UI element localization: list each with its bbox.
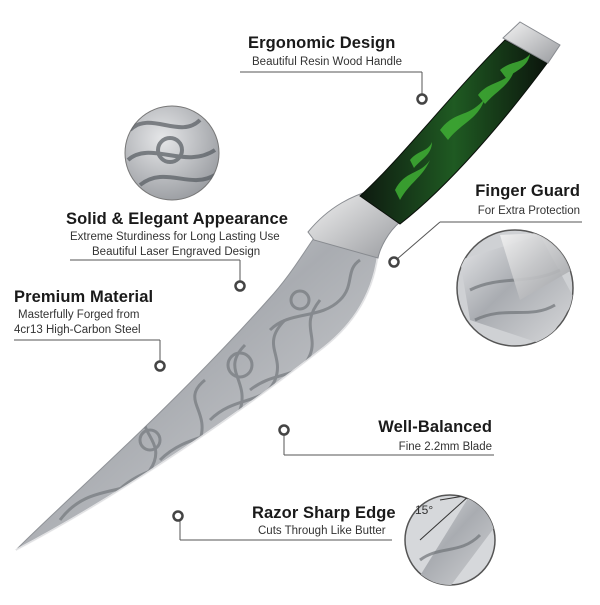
feature-line-balanced: Fine 2.2mm Blade: [398, 441, 492, 453]
engraving-detail-circle: [124, 105, 220, 201]
feature-line-premium-2: 4cr13 High-Carbon Steel: [14, 324, 141, 336]
feature-line-ergonomic: Beautiful Resin Wood Handle: [252, 56, 403, 68]
feature-line-razor: Cuts Through Like Butter: [258, 525, 386, 537]
feature-title-finger-guard: Finger Guard: [475, 182, 580, 200]
finger-guard-detail-circle: [456, 229, 574, 347]
feature-title-balanced: Well-Balanced: [378, 418, 492, 436]
handle-end-cap: [502, 21, 561, 64]
resin-swirls: [395, 54, 530, 200]
feature-line-premium-1: Masterfully Forged from: [18, 309, 140, 321]
leader-dots: [154, 93, 428, 522]
feature-title-razor: Razor Sharp Edge: [252, 504, 396, 522]
feature-line-solid-2: Beautiful Laser Engraved Design: [92, 246, 261, 258]
edge-angle-label: 15°: [415, 503, 434, 517]
leader-lines: [14, 71, 582, 541]
feature-title-solid: Solid & Elegant Appearance: [66, 210, 289, 228]
feature-title-premium: Premium Material: [14, 288, 154, 306]
feature-line-finger-guard: For Extra Protection: [477, 205, 580, 217]
feature-line-solid-1: Extreme Sturdiness for Long Lasting Use: [70, 231, 280, 243]
edge-angle-detail-circle: [404, 494, 496, 586]
feature-title-ergonomic: Ergonomic Design: [248, 34, 396, 52]
